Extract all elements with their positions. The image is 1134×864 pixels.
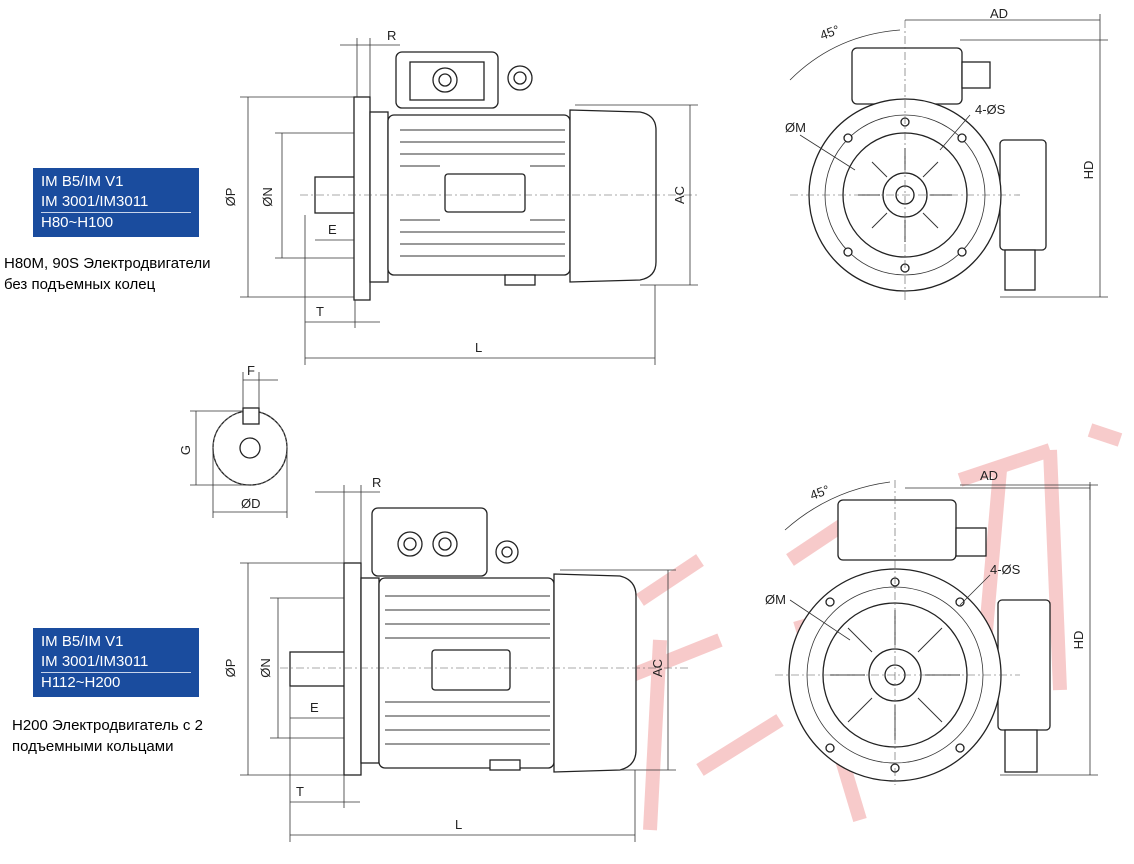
dim-label-l: L [475,340,482,355]
badge-line: IM 3001/IM3011 [41,653,149,670]
dim-label-hd: HD [1081,161,1096,180]
dim-label-s: 4-ØS [975,102,1006,117]
mounting-badge-bottom: IM B5/IM V1 IM 3001/IM3011 H112~H200 [33,628,199,697]
dim-label-t: T [316,304,324,319]
badge-line: H112~H200 [41,672,191,693]
front-view-top [790,20,1047,300]
front-view-bottom [775,480,1051,785]
note-line: H200 Электродвигатель с 2 [12,717,203,734]
dim-label-r: R [387,28,396,43]
dim-label-t: T [296,784,304,799]
side-view-top [300,51,700,301]
badge-line: IM B5/IM V1 [41,173,124,190]
dimensions-front-top [789,14,1108,298]
dimensions-bottom [240,485,676,842]
badge-line: H80~H100 [41,212,191,233]
dimensions-top [240,38,698,365]
dim-label-r: R [372,475,381,490]
note-top: H80M, 90S Электродвигатели без подъемных… [4,253,210,295]
dim-label-hd: HD [1071,631,1086,650]
badge-line: IM B5/IM V1 [41,633,124,650]
dim-label-m: ØM [785,120,806,135]
dim-label-n: ØN [260,187,275,207]
dim-label-ad: AD [990,6,1008,21]
mounting-badge-top: IM B5/IM V1 IM 3001/IM3011 H80~H100 [33,168,199,237]
dim-label-ad: AD [980,468,998,483]
dim-label-l: L [455,817,462,832]
note-line: подъемными кольцами [12,738,174,755]
dim-label-s: 4-ØS [990,562,1021,577]
dimensions-front-bottom [784,481,1098,776]
dim-label-angle: 45° [818,22,842,43]
note-bottom: H200 Электродвигатель с 2 подъемными кол… [12,715,203,757]
dim-label-p: ØP [223,659,238,678]
dim-label-g: G [178,445,193,455]
dim-label-ac: AC [672,186,687,204]
shaft-section [190,372,288,518]
dim-label-m: ØM [765,592,786,607]
dim-label-n: ØN [258,658,273,678]
side-view-bottom [280,507,690,776]
dim-label-e: E [310,700,319,715]
dim-label-f: F [247,363,255,378]
dim-label-p: ØP [223,188,238,207]
dim-label-angle: 45° [808,482,832,503]
dim-label-d: ØD [241,496,261,511]
dim-label-ac: AC [650,659,665,677]
note-line: H80M, 90S Электродвигатели [4,255,211,272]
badge-line: IM 3001/IM3011 [41,193,149,210]
dim-label-e: E [328,222,337,237]
note-line: без подъемных колец [4,276,156,293]
